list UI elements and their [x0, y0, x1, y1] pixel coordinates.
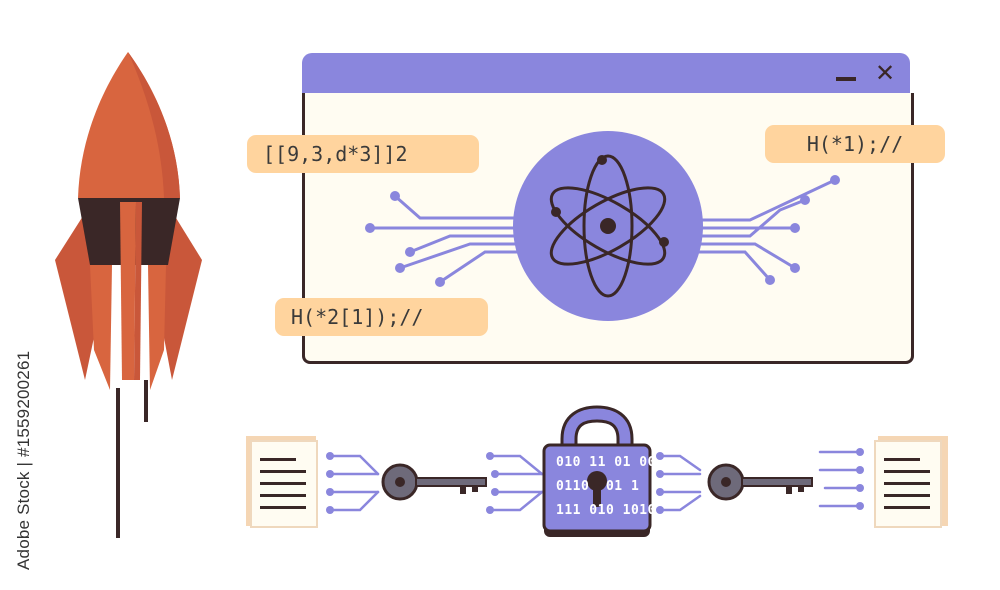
lock-binary-row-3: 111 010 1010 [556, 503, 656, 518]
lock-binary-row-2: 0110 01 1 [556, 479, 640, 494]
atom-icon [513, 131, 703, 321]
document-icon-right [874, 436, 950, 532]
minimize-icon[interactable] [836, 77, 856, 81]
close-icon[interactable]: ✕ [875, 59, 896, 87]
stock-watermark-text: Adobe Stock | #1559200261 [14, 350, 33, 570]
key-icon-left [381, 463, 487, 501]
circuit-lines [365, 175, 840, 287]
lock-binary-row-1: 010 11 01 00 [556, 455, 656, 470]
code-label-matrix: [[9,3,d*3]]2 [247, 135, 479, 173]
window-titlebar: ✕ [302, 53, 910, 93]
bottom-circuit-lines [326, 448, 864, 514]
rocket-icon [55, 52, 202, 538]
padlock-icon [542, 405, 652, 537]
document-icon-left [246, 436, 322, 532]
code-label-h1: H(*1);// [765, 125, 945, 163]
code-label-h2: H(*2[1]);// [275, 298, 488, 336]
key-icon-right [707, 463, 813, 501]
